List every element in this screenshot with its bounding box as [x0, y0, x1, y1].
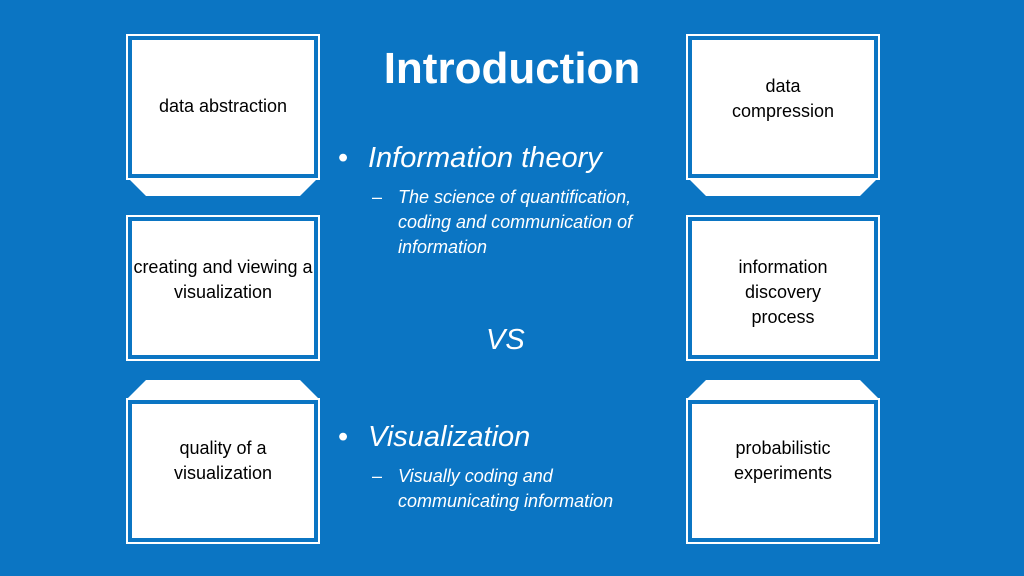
card-text: data abstraction	[132, 40, 314, 174]
bullet-visualization: • Visualization	[338, 421, 530, 454]
card-text: data compression	[692, 40, 874, 174]
card-text: quality of a visualization	[132, 404, 314, 538]
card-frame: creating and viewing a visualization	[126, 215, 320, 361]
card-probabilistic: probabilistic experiments	[686, 378, 880, 544]
card-data-abstraction: data abstraction	[126, 34, 320, 200]
card-bevel	[686, 378, 880, 398]
card-text: creating and viewing a visualization	[132, 221, 314, 355]
card-frame: quality of a visualization	[126, 398, 320, 544]
dash-marker: –	[372, 466, 383, 486]
dash-marker: –	[372, 187, 383, 207]
bullet-marker: •	[338, 142, 349, 174]
bullet-marker: •	[338, 421, 349, 453]
vs-label: VS	[486, 324, 525, 356]
card-data-compression: data compression	[686, 34, 880, 200]
card-text: information discovery process	[692, 221, 874, 355]
card-bevel	[686, 178, 880, 198]
sub-bullet-visualization: – Visually coding and communicating info…	[372, 464, 668, 514]
sub-bullet-text: The science of quantification, coding an…	[398, 187, 633, 257]
bullet-text: Visualization	[368, 421, 531, 453]
sub-bullet-information-theory: – The science of quantification, coding …	[372, 185, 678, 260]
card-frame: data compression	[686, 34, 880, 180]
card-frame: information discovery process	[686, 215, 880, 361]
bullet-information-theory: • Information theory	[338, 142, 602, 175]
card-bevel	[126, 178, 320, 198]
sub-bullet-text: Visually coding and communicating inform…	[398, 466, 614, 511]
card-frame: data abstraction	[126, 34, 320, 180]
card-frame: probabilistic experiments	[686, 398, 880, 544]
slide-title: Introduction	[383, 44, 641, 93]
card-information-discovery: information discovery process	[686, 215, 880, 361]
card-text: probabilistic experiments	[692, 404, 874, 538]
card-creating-viewing: creating and viewing a visualization	[126, 215, 320, 361]
card-bevel	[126, 378, 320, 398]
card-quality: quality of a visualization	[126, 378, 320, 544]
bullet-text: Information theory	[368, 142, 602, 174]
